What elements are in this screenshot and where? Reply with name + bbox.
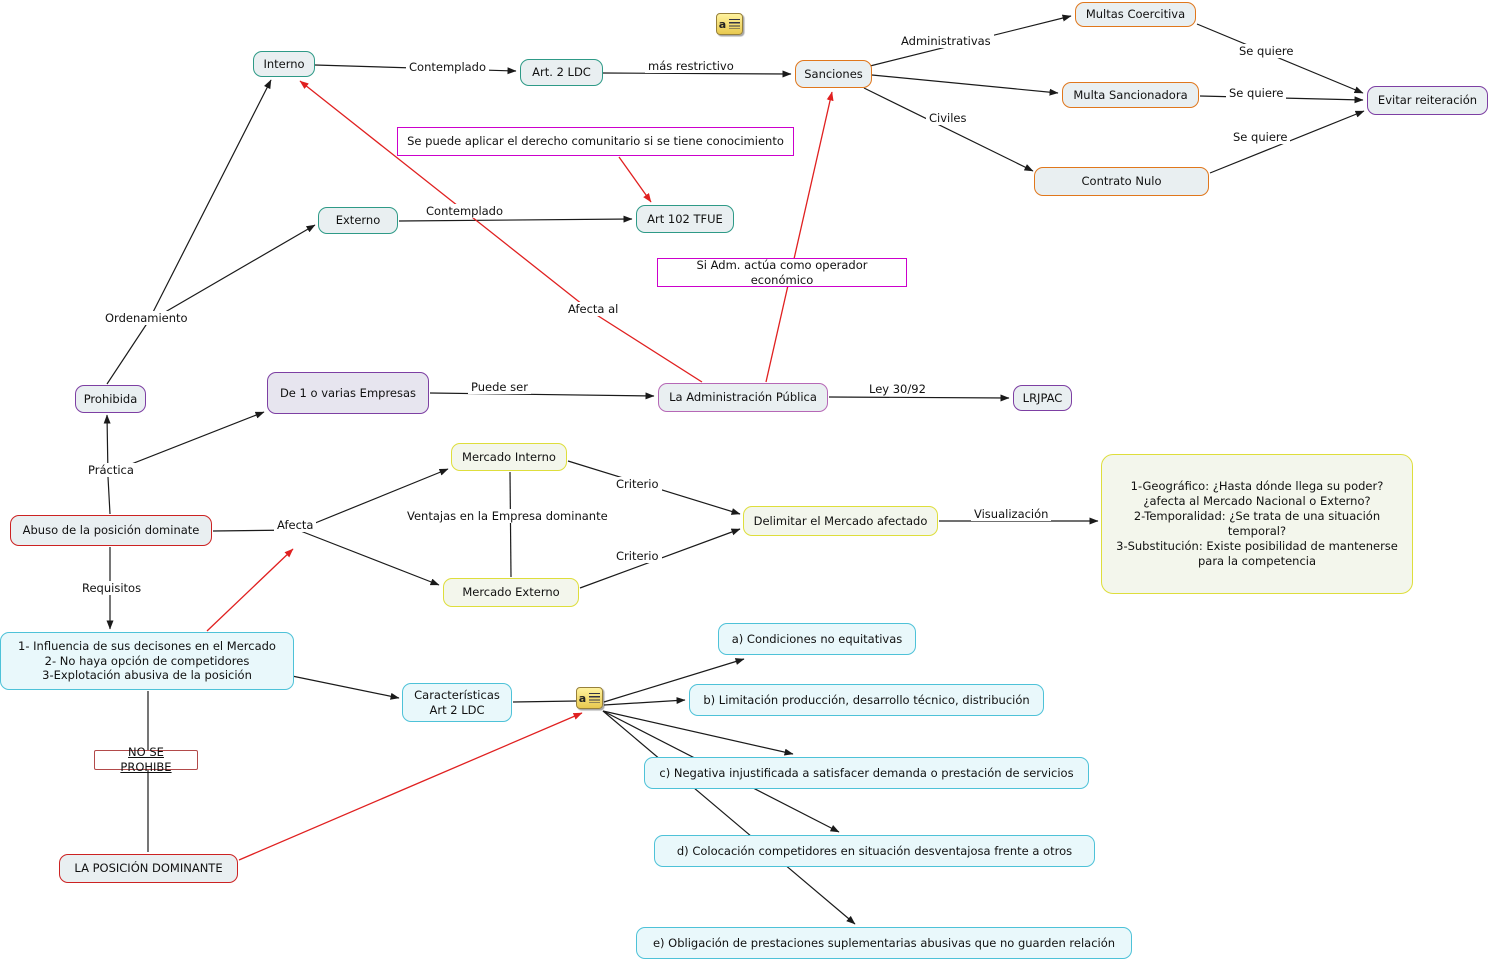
redlink-administracion-sanciones	[765, 91, 834, 383]
node-requisitos-lista[interactable]: 1- Influencia de sus decisones en el Mer…	[0, 632, 294, 690]
resource-icon-letter: a	[718, 17, 727, 31]
redlink-conocimiento-art102	[618, 156, 652, 203]
link-label-ley-30-92[interactable]: Ley 30/92	[866, 382, 929, 396]
link-externo-art102	[398, 215, 633, 223]
resource-icon-lines	[589, 693, 601, 703]
link-label-se-quiere-2[interactable]: Se quiere	[1226, 86, 1287, 100]
link-requisitos-caracteristicas	[291, 675, 400, 700]
link-icon-opcion-a	[603, 658, 745, 703]
link-label-criterio-1[interactable]: Criterio	[613, 477, 662, 491]
link-label-afecta-al[interactable]: Afecta al	[565, 302, 622, 316]
node-mercado-externo[interactable]: Mercado Externo	[443, 578, 579, 607]
link-mercados-ventajas	[509, 471, 512, 578]
link-label-administrativas[interactable]: Administrativas	[898, 34, 994, 48]
node-multas-coercitiva[interactable]: Multas Coercitiva	[1075, 2, 1196, 27]
node-interno[interactable]: Interno	[253, 51, 315, 77]
node-no-se-prohibe[interactable]: NO SE PROHIBE	[94, 745, 198, 774]
link-label-ordenamiento[interactable]: Ordenamiento	[102, 311, 191, 325]
resource-icon[interactable]: a	[716, 13, 743, 35]
link-multas-coercitiva-evitar	[1196, 23, 1364, 94]
node-art-2-ldc[interactable]: Art. 2 LDC	[520, 59, 603, 86]
link-label-practica[interactable]: Práctica	[85, 463, 137, 477]
link-label-puede-ser[interactable]: Puede ser	[468, 380, 531, 394]
link-afecta-mercado-externo	[297, 529, 440, 586]
node-opcion-d[interactable]: d) Colocación competidores en situación …	[654, 835, 1095, 867]
node-prohibida[interactable]: Prohibida	[75, 385, 146, 413]
link-label-contemplado-2[interactable]: Contemplado	[423, 204, 507, 218]
link-label-criterio-2[interactable]: Criterio	[613, 549, 662, 563]
node-la-posicion-dominante[interactable]: LA POSICIÓN DOMINANTE	[59, 854, 238, 883]
link-label-mas-restrictivo[interactable]: más restrictivo	[645, 59, 737, 73]
link-label-ventajas[interactable]: Ventajas en la Empresa dominante	[404, 509, 611, 523]
redlink-posicion-caracteristicas	[238, 712, 583, 861]
node-criterios-delimitacion[interactable]: 1-Geográfico: ¿Hasta dónde llega su pode…	[1101, 454, 1413, 594]
node-mercado-interno[interactable]: Mercado Interno	[451, 443, 567, 471]
link-empresas-administracion	[429, 392, 655, 400]
node-multa-sancionadora[interactable]: Multa Sancionadora	[1062, 82, 1199, 108]
link-administracion-lrjpac	[828, 394, 1010, 402]
node-derecho-comunitario-nota[interactable]: Se puede aplicar el derecho comunitario …	[397, 127, 794, 156]
node-abuso-posicion-dominante[interactable]: Abuso de la posición dominate	[10, 515, 212, 546]
node-opcion-a[interactable]: a) Condiciones no equitativas	[718, 623, 916, 655]
redlink-requisitos-afecta	[206, 548, 294, 632]
link-label-civiles[interactable]: Civiles	[926, 111, 970, 125]
link-abuso-prohibida	[103, 414, 111, 515]
node-externo[interactable]: Externo	[318, 207, 398, 234]
link-afecta-mercado-interno	[297, 468, 449, 531]
link-sanciones-multa-sancionadora	[871, 74, 1059, 96]
node-contrato-nulo[interactable]: Contrato Nulo	[1034, 167, 1209, 196]
node-operador-economico-nota[interactable]: Si Adm. actúa como operador económico	[657, 258, 907, 287]
resource-icon-letter: a	[578, 691, 587, 705]
link-label-contemplado-1[interactable]: Contemplado	[406, 60, 490, 74]
node-delimitar-mercado[interactable]: Delimitar el Mercado afectado	[743, 506, 938, 536]
link-label-afecta[interactable]: Afecta	[274, 518, 317, 532]
node-art-102-tfue[interactable]: Art 102 TFUE	[636, 205, 734, 233]
link-icon-opcion-b	[603, 697, 686, 706]
link-prohibida-interno	[106, 79, 272, 385]
link-practica-empresas	[110, 411, 265, 473]
link-label-se-quiere-1[interactable]: Se quiere	[1236, 44, 1297, 58]
node-opcion-b[interactable]: b) Limitación producción, desarrollo téc…	[689, 684, 1044, 716]
node-la-administracion-publica[interactable]: La Administración Pública	[658, 383, 828, 412]
link-art2ldc-sanciones	[602, 70, 792, 78]
node-opcion-c[interactable]: c) Negativa injustificada a satisfacer d…	[644, 757, 1089, 789]
node-sanciones[interactable]: Sanciones	[795, 60, 872, 88]
link-label-visualizacion[interactable]: Visualización	[971, 507, 1052, 521]
resource-icon[interactable]: a	[576, 687, 603, 709]
link-ordenamiento-externo	[147, 224, 316, 323]
link-caracteristicas-icon	[512, 700, 578, 703]
resource-icon-lines	[729, 19, 741, 29]
link-label-requisitos[interactable]: Requisitos	[79, 581, 145, 595]
node-de-1-o-varias-empresas[interactable]: De 1 o varias Empresas	[267, 372, 429, 414]
node-evitar-reiteracion[interactable]: Evitar reiteración	[1367, 86, 1488, 115]
node-lrjpac[interactable]: LRJPAC	[1013, 385, 1072, 411]
link-label-se-quiere-3[interactable]: Se quiere	[1230, 130, 1291, 144]
link-icon-opcion-e	[602, 710, 856, 925]
link-icon-opcion-c	[602, 710, 794, 756]
link-sanciones-contrato-nulo	[863, 87, 1034, 172]
node-caracteristicas-art2ldc[interactable]: Características Art 2 LDC	[402, 683, 512, 722]
node-opcion-e[interactable]: e) Obligación de prestaciones suplementa…	[636, 927, 1132, 959]
